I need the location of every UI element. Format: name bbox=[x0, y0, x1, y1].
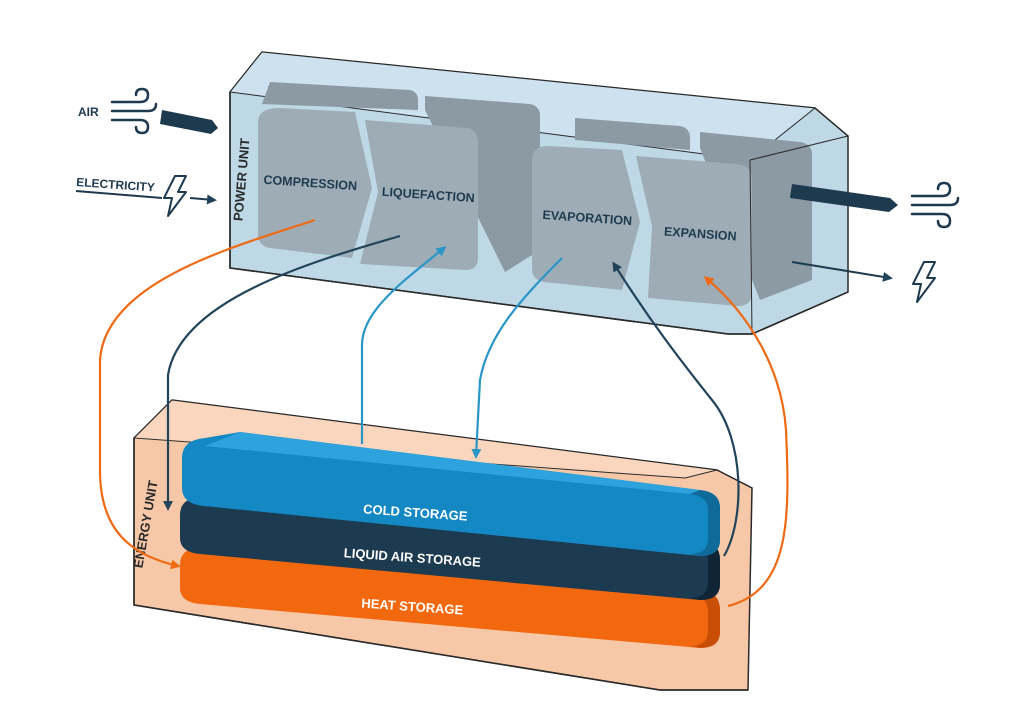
heat-storage-to-expansion-arrow bbox=[703, 276, 789, 608]
evaporation-stage bbox=[532, 146, 640, 290]
air-outflow-arrow bbox=[790, 184, 898, 212]
heat-storage-label: HEAT STORAGE bbox=[361, 595, 464, 617]
lightning-icon bbox=[163, 175, 187, 217]
compression-to-heat-storage-arrow bbox=[98, 218, 316, 570]
expansion-stage bbox=[636, 156, 752, 306]
air-input-label: AIR bbox=[78, 105, 99, 119]
heat-storage-layer bbox=[180, 548, 720, 648]
liquid-air-storage-layer bbox=[180, 498, 720, 600]
lightning-icon bbox=[912, 261, 936, 303]
expansion-label: EXPANSION bbox=[664, 224, 738, 243]
power-unit-label: POWER UNIT bbox=[230, 138, 252, 222]
liquefaction-label: LIQUEFACTION bbox=[381, 185, 475, 205]
compression-stage bbox=[258, 108, 372, 258]
electricity-outflow-arrow bbox=[791, 261, 893, 282]
wind-icon bbox=[110, 87, 158, 135]
electricity-underline bbox=[75, 190, 163, 199]
liquefaction-stage bbox=[360, 120, 478, 270]
evaporation-to-cold-storage-arrow bbox=[471, 257, 563, 459]
wind-icon bbox=[910, 181, 960, 229]
cold-storage-label: COLD STORAGE bbox=[363, 501, 469, 523]
liquefaction-to-liquid-air-arrow bbox=[163, 234, 401, 511]
cold-storage-to-liquefaction-arrow bbox=[360, 246, 447, 444]
evaporation-label: EVAPORATION bbox=[542, 208, 633, 228]
air-inflow-arrow bbox=[160, 110, 218, 134]
cold-storage-layer bbox=[182, 432, 720, 556]
compression-label: COMPRESSION bbox=[263, 173, 358, 194]
liquid-air-to-evaporation-arrow bbox=[612, 261, 740, 557]
electricity-input-label: ELECTRICITY bbox=[76, 175, 155, 194]
electricity-inflow-arrow bbox=[189, 194, 217, 205]
